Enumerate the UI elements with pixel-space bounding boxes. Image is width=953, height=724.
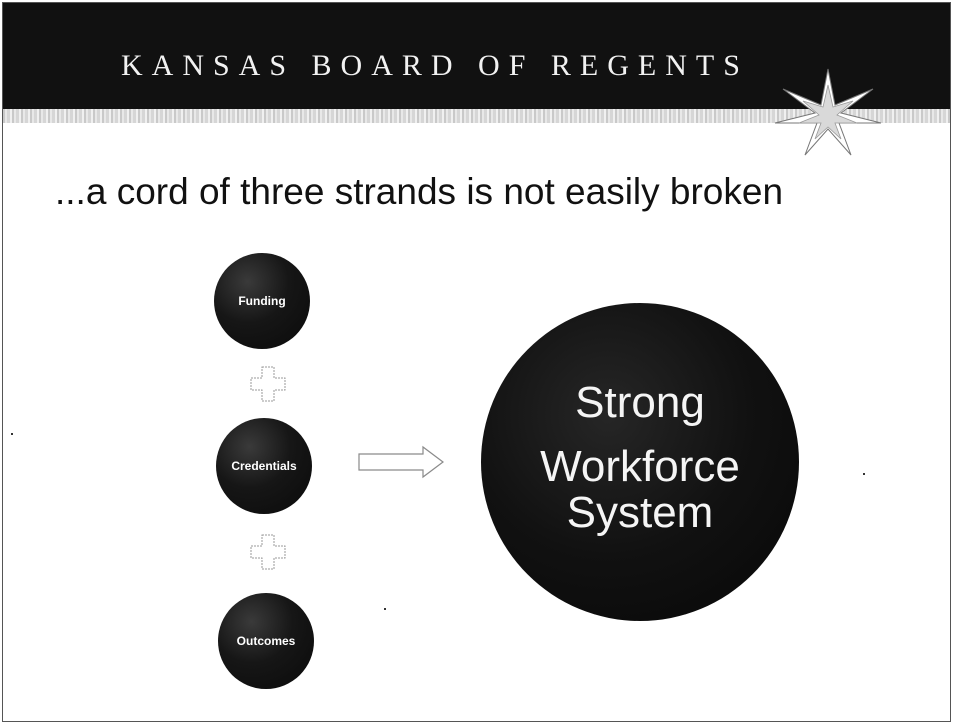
result-line-1: Strong xyxy=(575,378,705,427)
plus-icon xyxy=(250,534,286,570)
strand-label: Outcomes xyxy=(236,634,296,648)
strand-circle-credentials: Credentials xyxy=(216,418,312,514)
strand-label: Funding xyxy=(238,294,286,308)
strand-circle-funding: Funding xyxy=(214,253,310,349)
header-bar: KANSAS BOARD OF REGENTS xyxy=(3,3,950,109)
header-title: KANSAS BOARD OF REGENTS xyxy=(121,49,749,82)
decorative-stripe xyxy=(3,109,950,123)
speck xyxy=(11,433,13,435)
strand-label: Credentials xyxy=(231,459,297,473)
star-logo-icon xyxy=(774,68,882,156)
right-arrow-icon xyxy=(358,445,444,479)
slide-subtitle: ...a cord of three strands is not easily… xyxy=(55,171,784,212)
speck xyxy=(863,473,865,475)
speck xyxy=(384,608,386,610)
result-line-3: System xyxy=(566,488,714,537)
strand-circle-outcomes: Outcomes xyxy=(218,593,314,689)
plus-icon xyxy=(250,366,286,402)
result-circle: Strong Workforce System xyxy=(481,303,799,621)
result-line-2: Workforce xyxy=(540,442,740,491)
